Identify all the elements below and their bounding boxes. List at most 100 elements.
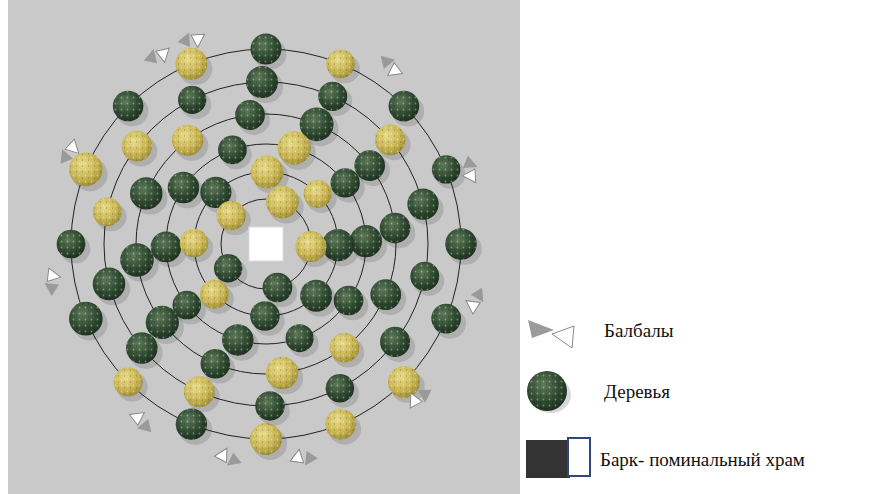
tree-texture xyxy=(263,273,293,303)
tree-texture xyxy=(251,155,284,188)
tree xyxy=(389,91,425,127)
tree-crown xyxy=(216,201,245,230)
tree-crown xyxy=(69,153,103,187)
tree-texture xyxy=(184,376,215,407)
tree-texture xyxy=(175,48,207,80)
tree xyxy=(113,91,149,127)
tree xyxy=(93,197,127,231)
tree-texture xyxy=(168,172,200,204)
tree xyxy=(304,180,337,213)
tree-texture xyxy=(113,91,144,122)
tree-texture xyxy=(300,280,332,312)
tree-texture xyxy=(326,49,355,78)
tree xyxy=(180,229,213,262)
tree-crown xyxy=(266,357,298,389)
tree-crown xyxy=(407,188,438,219)
tree-crown xyxy=(445,228,477,260)
balbal-pair xyxy=(56,136,83,169)
tree-texture xyxy=(388,366,420,398)
tree xyxy=(266,186,304,224)
tree-texture xyxy=(304,180,332,208)
tree-texture xyxy=(151,231,182,262)
tree-texture xyxy=(93,197,122,226)
tree-crown xyxy=(380,327,410,357)
tree-crown xyxy=(93,197,122,226)
tree-crown xyxy=(122,131,153,162)
tree-crown xyxy=(278,131,311,164)
tree-texture xyxy=(266,357,298,389)
tree xyxy=(388,366,425,403)
balbal-pair xyxy=(457,154,483,186)
tree-crown xyxy=(318,82,347,111)
tree-crown xyxy=(218,135,247,164)
balbal-stone xyxy=(288,449,303,465)
tree xyxy=(57,230,91,264)
tree-texture xyxy=(266,186,299,219)
tree xyxy=(432,155,465,188)
tree xyxy=(130,177,167,214)
tree-crown xyxy=(178,86,206,114)
tree xyxy=(325,409,361,445)
tree-texture xyxy=(375,125,406,156)
tree-texture xyxy=(354,150,385,181)
balbal-pair xyxy=(125,406,158,436)
tree-crown xyxy=(255,391,284,420)
balbal-pair xyxy=(141,42,174,71)
balbal-stone xyxy=(403,392,422,411)
tree xyxy=(330,333,365,368)
tree-crown xyxy=(172,125,203,156)
tree-crown xyxy=(266,186,299,219)
tree-texture xyxy=(180,229,208,257)
balbal-stone xyxy=(127,406,146,425)
tree-texture xyxy=(201,349,231,379)
tree-texture xyxy=(410,262,439,291)
tree-texture xyxy=(326,374,354,402)
tree-texture xyxy=(173,291,202,320)
legend-text: Балбалы xyxy=(604,320,674,343)
tree xyxy=(263,273,298,308)
tree xyxy=(69,302,108,341)
tree-crown xyxy=(431,304,461,334)
tree-texture xyxy=(218,135,247,164)
tree-crown xyxy=(168,172,200,204)
tree-crown xyxy=(180,229,208,257)
balbal-stone xyxy=(227,452,243,468)
balbal-stone xyxy=(65,137,83,155)
tree xyxy=(445,228,482,265)
tree xyxy=(69,153,108,192)
tree xyxy=(93,268,131,306)
balbal-stone xyxy=(470,285,487,302)
tree-crown xyxy=(410,262,439,291)
balbal-stone xyxy=(463,299,480,315)
tree-texture xyxy=(172,125,203,156)
ring-paths xyxy=(71,49,461,439)
tree-crown xyxy=(173,291,202,320)
tree xyxy=(266,357,303,394)
tree-texture xyxy=(222,324,254,356)
tree xyxy=(178,86,211,119)
tree xyxy=(380,327,415,362)
tree xyxy=(176,408,212,444)
tree-texture xyxy=(69,302,103,336)
tree xyxy=(251,34,287,70)
balbal-pair xyxy=(288,446,319,468)
balbal-stone xyxy=(386,63,405,82)
balbal-stone xyxy=(191,31,208,49)
tree-texture xyxy=(250,423,282,455)
tree xyxy=(175,48,212,85)
tree-crown xyxy=(250,423,282,455)
tree-texture xyxy=(278,131,311,164)
tree xyxy=(218,135,252,169)
balbal-row xyxy=(42,28,487,468)
tree-crown xyxy=(130,177,162,209)
tree-swatch xyxy=(524,368,574,416)
tree xyxy=(122,131,158,167)
tree-texture xyxy=(176,408,207,439)
tree xyxy=(255,391,289,425)
tree-crown xyxy=(235,100,265,130)
tree xyxy=(222,324,259,361)
tree-crown xyxy=(304,180,332,208)
tree xyxy=(370,279,406,315)
balbal-pair xyxy=(374,52,407,82)
tree xyxy=(216,201,250,235)
